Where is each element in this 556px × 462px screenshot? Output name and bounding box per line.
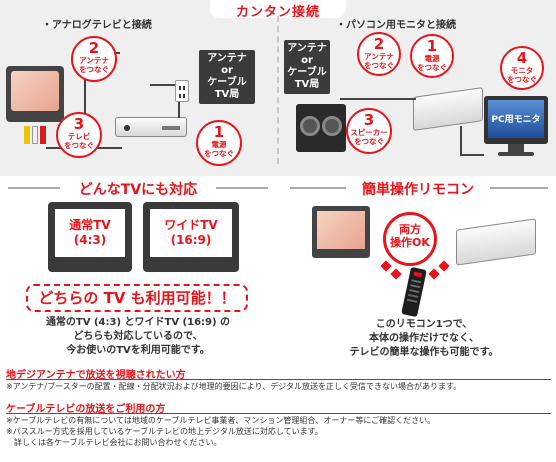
pc-step-connect-monitor: 4 モニタ をつなぐ — [500, 46, 544, 90]
remote-description: このリモコン1つで、 本体の操作だけでなく、 テレビの簡単な操作も可能です。 — [349, 319, 499, 358]
note-cable-text-3: 詳しくは各ケーブルテレビ会社にお問い合わせください。 — [6, 438, 222, 447]
baby-image — [11, 71, 59, 111]
remote-section-device — [456, 218, 536, 266]
note-cable-text-2: ※パススルー方式を採用しているケーブルテレビの地上デジタル放送に対応しています。 — [6, 427, 323, 436]
heading-rule-right — [216, 187, 268, 189]
speech-bubble-both: 両方 操作OK — [383, 212, 437, 266]
tv-support-banner: どちらの TV も利用可能！！ — [26, 284, 248, 312]
analog-connection-label: ・アナログテレビと接続 — [42, 20, 152, 31]
step-connect-tv: 3 テレビ をつなぐ — [56, 112, 102, 158]
signal-mark — [438, 260, 450, 272]
tv-wide-screen: ワイドTV (16:9) — [150, 209, 232, 257]
note-antenna-text: ※アンテナ/ブースターの配置・配線・分配状況および地理的要因により、デジタル放送… — [6, 382, 462, 391]
tv-normal: 通常TV (4:3) — [48, 202, 132, 272]
tv-support-heading: どんなTVにも対応 — [78, 182, 198, 198]
heading-rule-left — [8, 187, 60, 189]
av-plug-yellow — [24, 126, 30, 144]
pc-antenna-source-box: アンテナ or ケーブル TV局 — [284, 40, 330, 94]
av-plug-white — [32, 126, 38, 144]
signal-mark — [380, 260, 392, 272]
av-plug-red — [40, 126, 46, 144]
title-tab — [210, 0, 346, 18]
pc-step-connect-antenna: 2 アンテナ をつなぐ — [357, 32, 401, 76]
note-antenna-heading: 地デジアンテナで放送を視聴されたい方 — [6, 370, 186, 381]
pc-antenna-cable — [340, 70, 416, 100]
step-connect-power: 1 電源 をつなぐ — [196, 120, 242, 166]
signal-mark — [428, 268, 440, 280]
tv-normal-screen: 通常TV (4:3) — [55, 209, 125, 257]
note-cable-heading: ケーブルテレビの放送をご利用の方 — [6, 404, 166, 415]
analog-tv — [6, 66, 64, 122]
monitor-stand — [508, 144, 524, 152]
note-rule — [6, 379, 551, 380]
pc-connection-label: ・パソコン用モニタと接続 — [336, 20, 456, 31]
remote-heading-rule-right — [490, 187, 548, 189]
remote-heading-rule-left — [290, 187, 346, 189]
pc-monitor-cable — [460, 126, 484, 156]
monitor-base — [498, 152, 534, 156]
pc-monitor-label: PC用モニタ — [491, 115, 541, 125]
tuner-device — [115, 117, 187, 137]
step-connect-antenna: 2 アンテナ をつなぐ — [71, 36, 117, 82]
tv-wide: ワイドTV (16:9) — [143, 202, 239, 272]
remote-section-tv — [312, 206, 370, 258]
remote-control — [401, 266, 427, 318]
wall-outlet — [175, 80, 189, 102]
panel-divider — [277, 16, 279, 164]
note-rule — [6, 413, 551, 414]
note-cable-text-1: ※ケーブルテレビの有無については地域のケーブルテレビ事業者、マンション管理組合、… — [6, 416, 436, 425]
remote-heading: 簡単操作リモコン — [362, 182, 474, 198]
pc-monitor: PC用モニタ — [484, 96, 548, 144]
page-title: カンタン接続 — [235, 5, 320, 20]
pc-step-connect-power: 1 電源 をつなぐ — [410, 34, 454, 78]
antenna-source-box: アンテナ or ケーブル TV局 — [199, 50, 255, 104]
signal-mark — [390, 268, 402, 280]
pc-step-connect-speaker: 3 スピーカー をつなぐ — [346, 108, 392, 154]
tv-support-description: 通常のTV (4:3) とワイドTV (16:9) の どちらも対応しているので… — [45, 317, 231, 356]
speakers — [296, 104, 346, 152]
